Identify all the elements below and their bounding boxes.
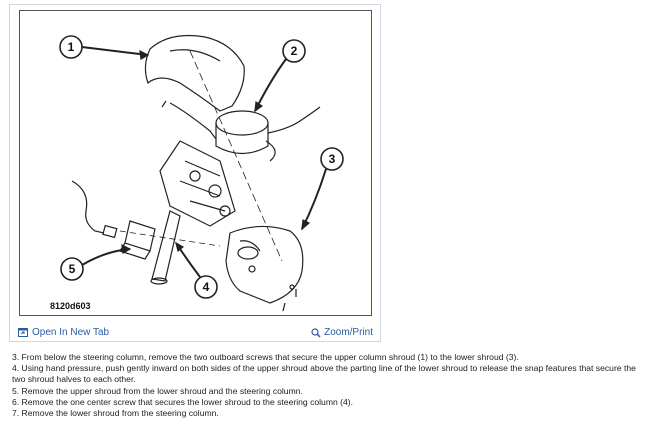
callout-2-label: 2 [291,44,298,58]
open-in-new-tab-link[interactable]: Open In New Tab [18,327,109,338]
callout-1-label: 1 [68,40,75,54]
diagram-drawing: 1 2 3 4 5 [59,34,344,312]
step-4: 4. Using hand pressure, push gently inwa… [12,363,636,385]
open-in-new-tab-label: Open In New Tab [32,327,110,338]
open-tab-icon [18,328,28,337]
callout-3-label: 3 [329,152,336,166]
callout-4-label: 4 [203,280,210,294]
steering-column-diagram: 1 2 3 4 5 8120d603 [19,10,372,316]
step-5: 5. Remove the upper shroud from the lowe… [12,385,303,396]
figure-toolbar: Open In New Tab Zoom/Print [10,322,380,342]
magnifier-icon [311,327,321,338]
step-3: 3. From below the steering column, remov… [12,352,519,362]
zoom-print-link[interactable]: Zoom/Print [311,327,373,338]
step-6: 6. Remove the one center screw that secu… [12,396,354,407]
procedure-steps: 3. From below the steering column, remov… [12,352,648,419]
step-7: 7. Remove the lower shroud from the stee… [12,408,219,419]
figure-code: 8120d603 [50,301,91,311]
callout-5-label: 5 [69,262,76,276]
figure-panel: 1 2 3 4 5 8120d603 Open In New Tab Zoom/… [9,4,381,342]
zoom-print-label: Zoom/Print [324,327,373,338]
